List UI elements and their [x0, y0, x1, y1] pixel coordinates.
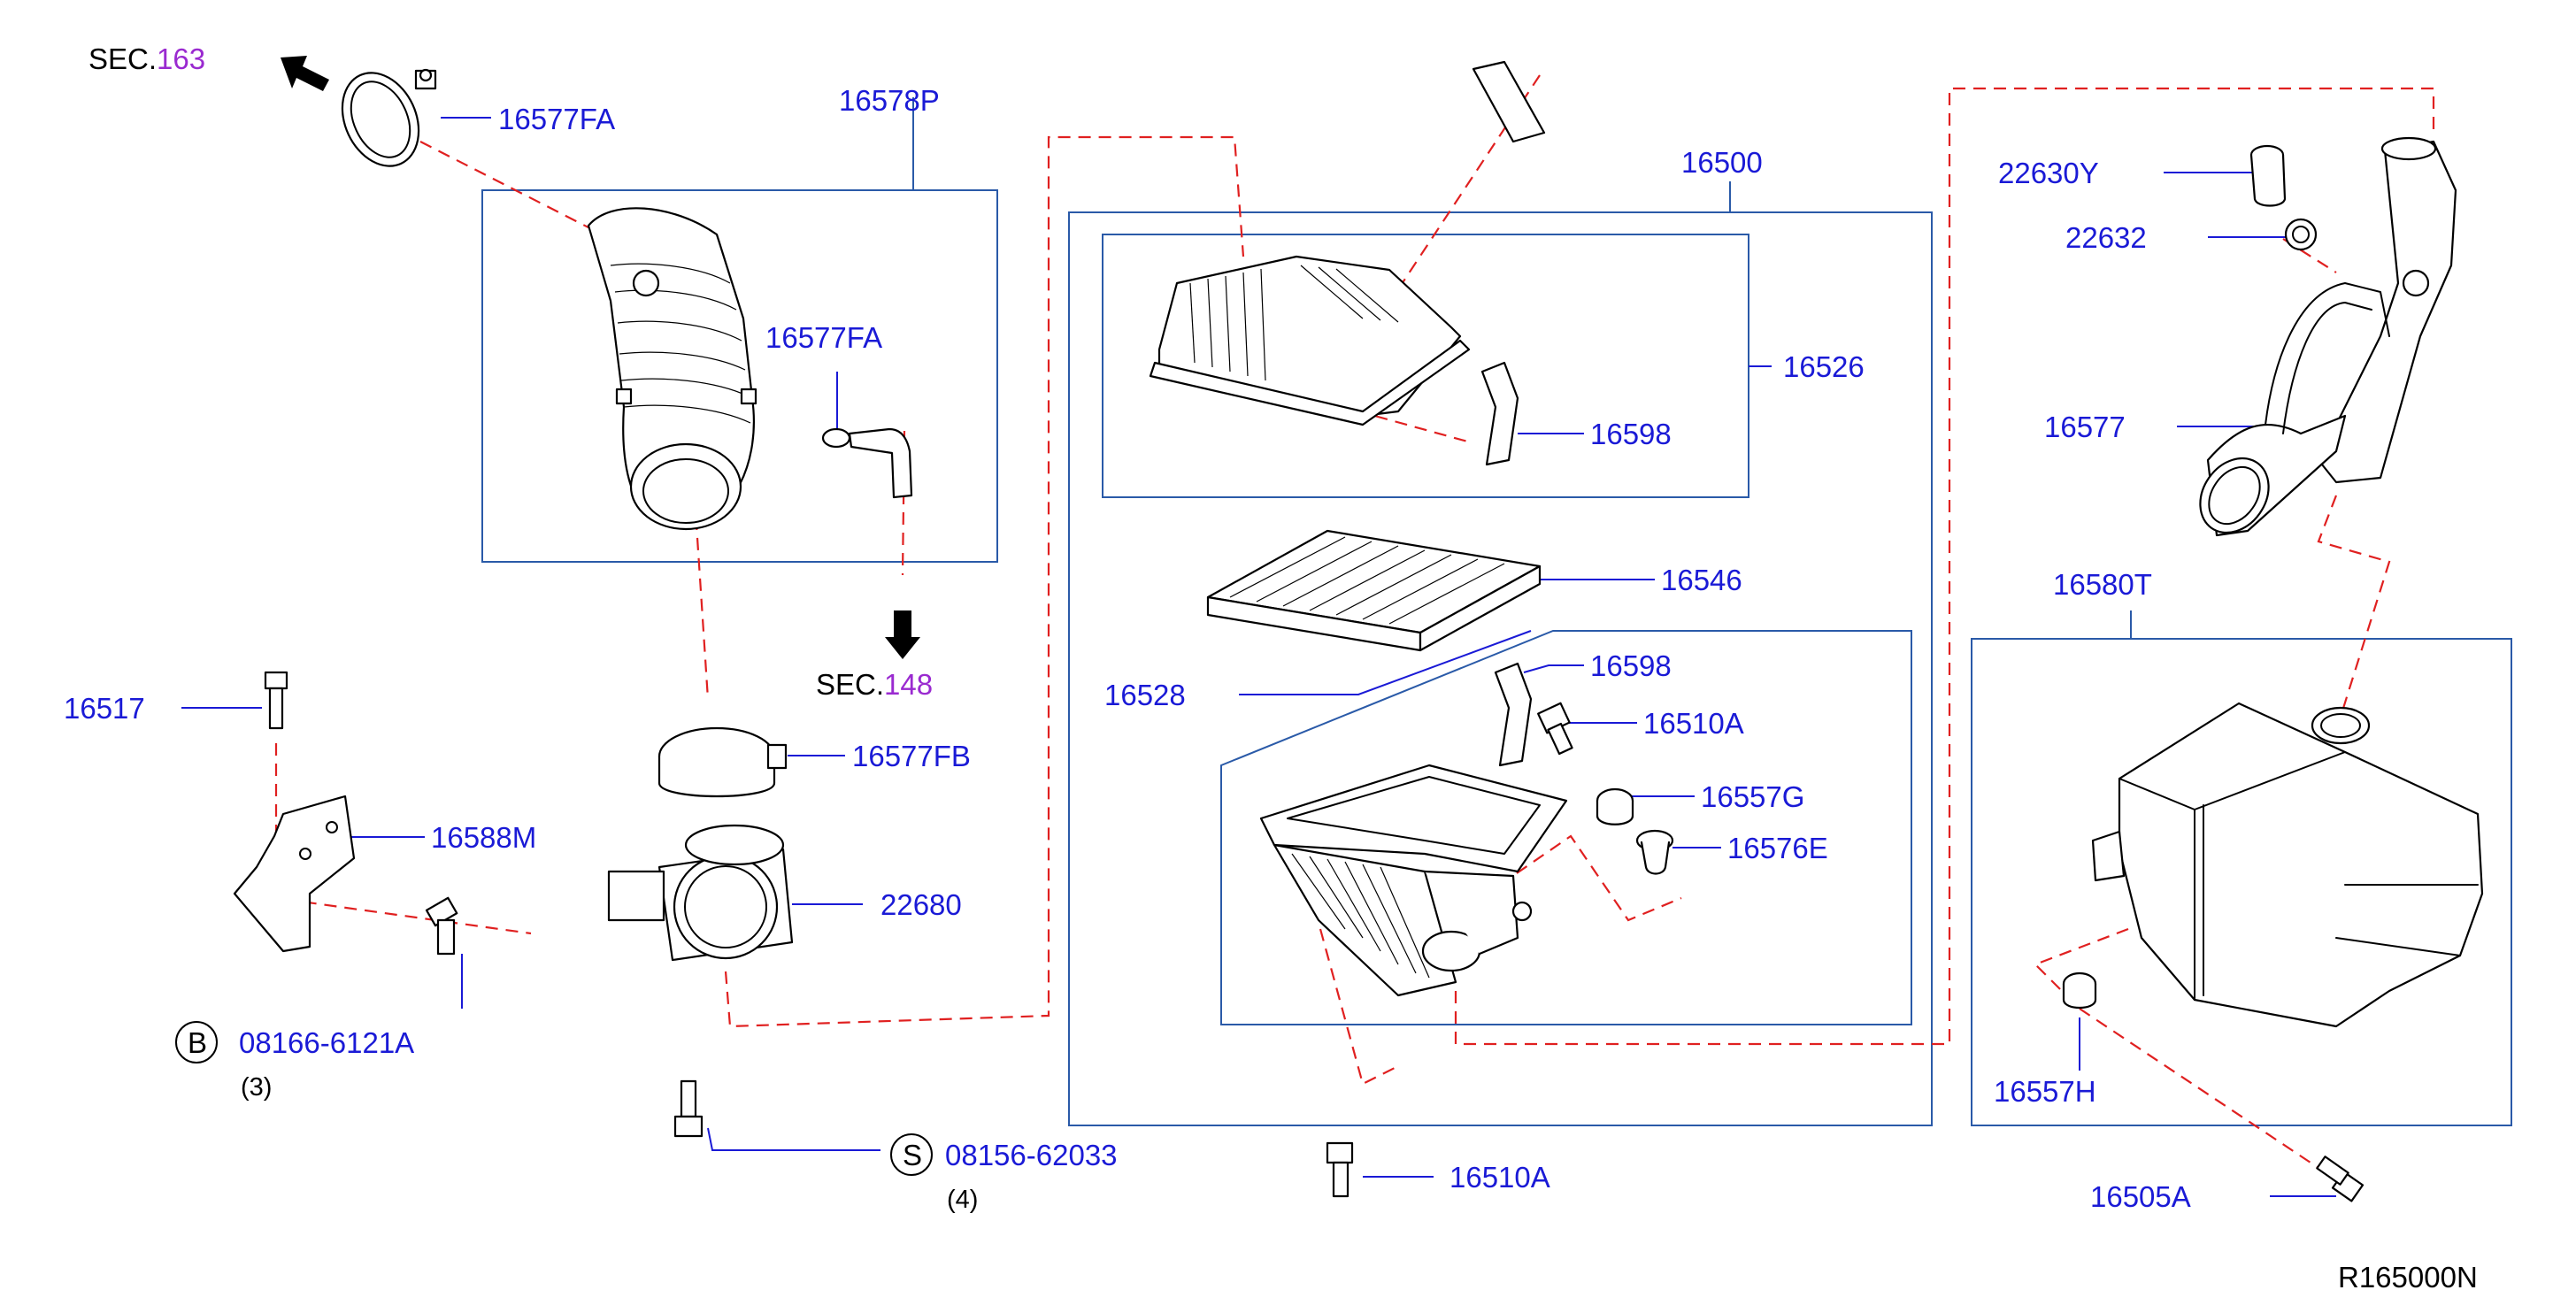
resonator-drawing [2091, 702, 2484, 1028]
small-hose-drawing [821, 427, 913, 499]
label-lower-case[interactable]: 16528 [1104, 679, 1186, 711]
label-clip-upper[interactable]: 16598 [1590, 418, 1672, 450]
cover-drawing [1149, 255, 1471, 426]
label-sensor[interactable]: 22630Y [1998, 157, 2099, 189]
label-mount-rubber[interactable]: 16576E [1727, 832, 1828, 864]
label-clamp-inner[interactable]: 16577FA [765, 321, 882, 354]
part-leaders [181, 117, 2336, 1197]
label-duct-assembly[interactable]: 16578P [839, 84, 940, 117]
label-resonator[interactable]: 16580T [2053, 568, 2152, 601]
sensor-drawing [2249, 144, 2287, 207]
inlet-duct-drawing [2199, 136, 2457, 537]
label-grommet-res[interactable]: 16557H [1994, 1075, 2096, 1108]
label-air-cleaner-assy[interactable]: 16500 [1681, 146, 1763, 179]
symbol-s-circle [890, 1133, 933, 1176]
label-inlet-duct[interactable]: 16577 [2044, 411, 2126, 443]
label-grommet-inside[interactable]: 16557G [1701, 780, 1804, 813]
label-cover[interactable]: 16526 [1783, 350, 1865, 383]
clamp-top-drawing [341, 68, 437, 167]
label-filter[interactable]: 16546 [1661, 564, 1742, 596]
label-clamp-fb[interactable]: 16577FB [852, 740, 971, 772]
sec148-ref[interactable]: SEC.148 [816, 668, 933, 701]
clip-lower-drawing [1494, 662, 1533, 767]
bolt-bottom-drawing [1326, 1141, 1354, 1198]
label-clip-lower[interactable]: 16598 [1590, 649, 1672, 682]
arrow-sec163-icon [281, 56, 329, 91]
label-bolt-bottom[interactable]: 16510A [1449, 1161, 1550, 1194]
throttle-body-drawing [607, 824, 794, 962]
air-duct-drawing [587, 207, 757, 531]
bolt-res-drawing [2316, 1156, 2365, 1202]
mount-rubber-drawing [1635, 829, 1674, 875]
label-bolt-16517[interactable]: 16517 [64, 692, 145, 725]
bolt-inside-drawing [1537, 702, 1573, 756]
duct-assembly-box [481, 189, 998, 563]
label-bolt-res[interactable]: 16505A [2090, 1180, 2191, 1213]
label-strip-drawing [1472, 60, 1546, 143]
sec163-ref[interactable]: SEC.163 [88, 42, 205, 75]
label-bolt-b-qty: (3) [241, 1073, 272, 1102]
label-bracket[interactable]: 16588M [431, 821, 536, 854]
air-cleaner-assembly-box [1068, 211, 1933, 1126]
bolt-16517-drawing [264, 671, 288, 730]
grommet-inside-drawing [1596, 787, 1634, 825]
label-bolt-b[interactable]: 08166-6121A [239, 1026, 414, 1059]
filter-drawing [1206, 529, 1542, 652]
lower-case-subassembly-box [1220, 630, 1912, 1025]
bracket-drawing [233, 795, 356, 953]
lower-case-drawing [1259, 764, 1568, 997]
grommet-res-drawing [2062, 971, 2097, 1010]
symbol-s: S [903, 1139, 922, 1171]
clamp-fb-drawing [657, 726, 788, 798]
resonator-assembly-box [1971, 638, 2512, 1126]
diagram-code: R165000N [2338, 1261, 2478, 1294]
label-throttle-body[interactable]: 22680 [880, 888, 962, 921]
arrow-sec148-icon [885, 610, 920, 659]
bolt-s-drawing [673, 1079, 704, 1138]
label-bolt-s[interactable]: 08156-62033 [945, 1139, 1118, 1171]
symbol-b-circle [175, 1021, 218, 1063]
label-seal[interactable]: 22632 [2065, 221, 2147, 254]
clip-upper-drawing [1480, 361, 1519, 466]
seal-drawing [2284, 218, 2318, 251]
symbol-b: B [188, 1026, 207, 1059]
bolt-b-drawing [425, 896, 458, 956]
label-clamp-top[interactable]: 16577FA [498, 103, 615, 135]
label-bolt-inside[interactable]: 16510A [1643, 707, 1744, 740]
label-bolt-s-qty: (4) [947, 1186, 978, 1214]
